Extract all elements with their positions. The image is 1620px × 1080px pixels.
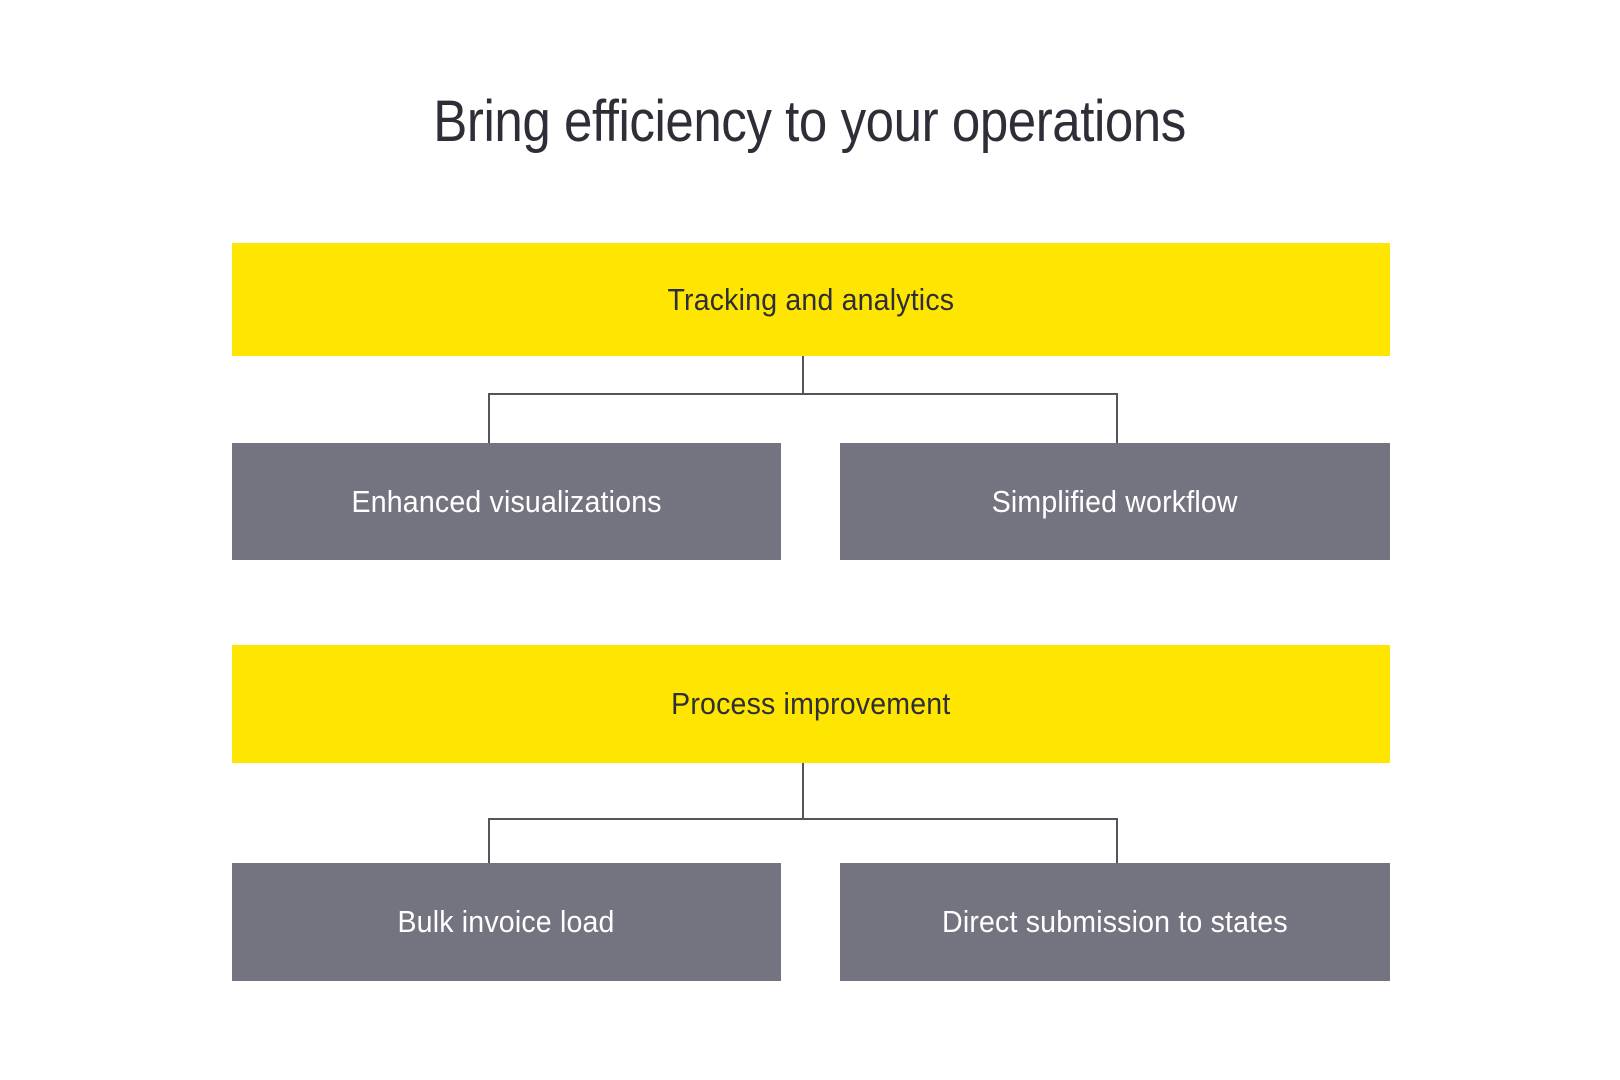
connector-drop-right-tree2 xyxy=(1116,818,1118,863)
child-box-label: Enhanced visualizations xyxy=(351,483,662,519)
connector-stem-tree2 xyxy=(802,763,804,819)
child-box-enhanced-visualizations: Enhanced visualizations xyxy=(232,443,781,560)
page-title: Bring efficiency to your operations xyxy=(0,88,1620,155)
child-box-direct-submission-to-states: Direct submission to states xyxy=(840,863,1390,981)
connector-stem-tree1 xyxy=(802,356,804,395)
connector-drop-left-tree2 xyxy=(488,818,490,863)
child-box-bulk-invoice-load: Bulk invoice load xyxy=(232,863,781,981)
parent-box-process-improvement: Process improvement xyxy=(232,645,1390,763)
connector-horizontal-tree2 xyxy=(488,818,1118,820)
page-title-text: Bring efficiency to your operations xyxy=(433,89,1187,154)
connector-drop-left-tree1 xyxy=(488,393,490,443)
child-box-label: Bulk invoice load xyxy=(397,904,616,939)
connector-drop-right-tree1 xyxy=(1116,393,1118,443)
child-box-simplified-workflow: Simplified workflow xyxy=(840,443,1390,560)
connector-horizontal-tree1 xyxy=(488,393,1118,395)
child-box-label: Direct submission to states xyxy=(942,904,1288,939)
parent-box-label: Tracking and analytics xyxy=(667,281,955,317)
parent-box-tracking-and-analytics: Tracking and analytics xyxy=(232,243,1390,356)
child-box-label: Simplified workflow xyxy=(991,483,1238,519)
parent-box-label: Process improvement xyxy=(671,686,951,721)
